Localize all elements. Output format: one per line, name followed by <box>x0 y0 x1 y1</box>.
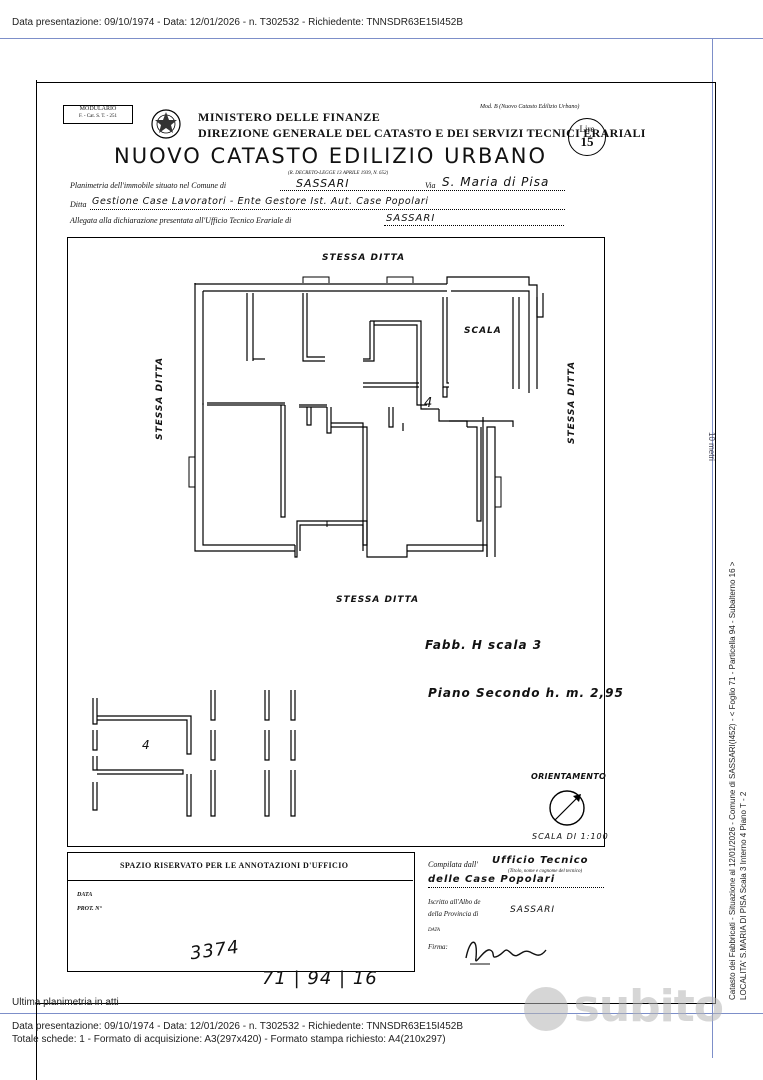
modulario-box: MODULARIO F. - Cat. S. T. - 251 <box>63 105 133 124</box>
plan-bottom-label: STESSA DITTA <box>336 595 420 605</box>
north-arrow-icon <box>549 790 585 826</box>
line3-label: Allegata alla dichiarazione presentata a… <box>70 216 292 225</box>
watermark-text: subito <box>573 981 724 1032</box>
stair-label: SCALA <box>464 326 502 336</box>
line3-rule <box>384 225 564 226</box>
signature-icon <box>465 941 547 965</box>
form-border <box>36 82 716 1004</box>
line2-rule <box>90 209 565 210</box>
sidebar-upper: 10 metri <box>707 432 716 461</box>
frame-right <box>712 38 713 1058</box>
data2-label: DATA <box>428 928 440 933</box>
plan-left-label: STESSA DITTA <box>155 356 165 440</box>
ministry-label: MINISTERO DELLE FINANZE <box>198 110 381 124</box>
mod-b-label: Mod. B (Nuovo Catasto Edilizio Urbano) <box>480 104 580 110</box>
modulario-sub: F. - Cat. S. T. - 251 <box>78 114 118 119</box>
frame-bottom <box>0 1013 763 1014</box>
floor-note: Piano Secondo h. m. 2,95 <box>428 686 624 700</box>
emblem-icon <box>151 109 181 139</box>
floor-plan <box>188 276 544 558</box>
office-reserved-divider <box>67 880 413 881</box>
line2-label: Ditta <box>70 200 87 209</box>
line1-comune: SASSARI <box>296 177 350 190</box>
line3-value: SASSARI <box>386 213 436 224</box>
sidebar-line2: LOCALITA' S.MARIA DI PISA Scala 3 Intern… <box>739 791 748 1000</box>
orientation-label: ORIENTAMENTO <box>531 772 607 781</box>
line1-rule <box>280 190 565 191</box>
plan-top-label: STESSA DITTA <box>322 253 406 263</box>
subito-watermark: subito <box>523 981 724 1032</box>
compiled-value: Ufficio Tecnico <box>492 855 589 866</box>
modulario-label: MODULARIO <box>79 106 117 112</box>
header-line: Data presentazione: 09/10/1974 - Data: 1… <box>12 17 464 28</box>
line2-value: Gestione Case Lavoratori - Ente Gestore … <box>92 196 429 207</box>
scale-label: SCALA DI 1:100 <box>532 832 609 841</box>
stamp-lire: Lire <box>579 124 595 134</box>
building-note: Fabb. H scala 3 <box>425 638 543 652</box>
office-reserved-box <box>67 852 415 972</box>
office-reserved-title: SPAZIO RISERVATO PER LE ANNOTAZIONI D'UF… <box>120 861 349 870</box>
line1-via-label: Via <box>425 181 436 190</box>
form-title: NUOVO CATASTO EDILIZIO URBANO <box>114 144 548 168</box>
direction-label: DIREZIONE GENERALE DEL CATASTO E DEI SER… <box>198 126 646 140</box>
frame-top <box>0 38 763 39</box>
stamp-badge: Lire 15 <box>568 118 606 156</box>
footer-line1: Data presentazione: 09/10/1974 - Data: 1… <box>12 1021 464 1032</box>
small-floor-plan <box>92 690 296 817</box>
drawing-area <box>67 237 605 847</box>
firma-label: Firma: <box>428 943 448 951</box>
office-data-label: DATA <box>77 892 93 898</box>
compiled-rule <box>428 887 604 888</box>
provincia-label: della Provincia di <box>428 910 479 918</box>
compiled-label: Compilata dall' <box>428 860 478 869</box>
handwritten-ref: 71 | 94 | 16 <box>262 968 378 989</box>
iscritto-label: Iscritto all'Albo de <box>428 898 481 906</box>
line1-label: Planimetria dell'immobile situato nel Co… <box>70 181 227 190</box>
provincia-value: SASSARI <box>510 905 556 915</box>
footer-last-plan: Ultima planimetria in atti <box>12 997 119 1008</box>
small-unit-number: 4 <box>142 738 151 752</box>
office-prot-label: PROT. N° <box>77 906 102 912</box>
sidebar-line1: Catasto dei Fabbricati - Situazione al 1… <box>728 561 737 1000</box>
decree-label: (R. DECRETO-LEGGE 13 APRILE 1939, N. 652… <box>288 171 389 176</box>
plan-right-label: STESSA DITTA <box>567 360 577 444</box>
unit-number: 4 <box>424 396 434 411</box>
compiled-value2: delle Case Popolari <box>428 874 556 885</box>
stamp-value: 15 <box>580 134 594 149</box>
watermark-logo-icon <box>523 987 568 1031</box>
compiled-sub: (Titolo, nome e cognome del tecnico) <box>508 869 583 874</box>
line1-via: S. Maria di Pisa <box>442 175 550 189</box>
sidebar-text: Catasto dei Fabbricati - Situazione al 1… <box>727 562 749 1000</box>
footer-line2: Totale schede: 1 - Formato di acquisizio… <box>12 1034 446 1045</box>
